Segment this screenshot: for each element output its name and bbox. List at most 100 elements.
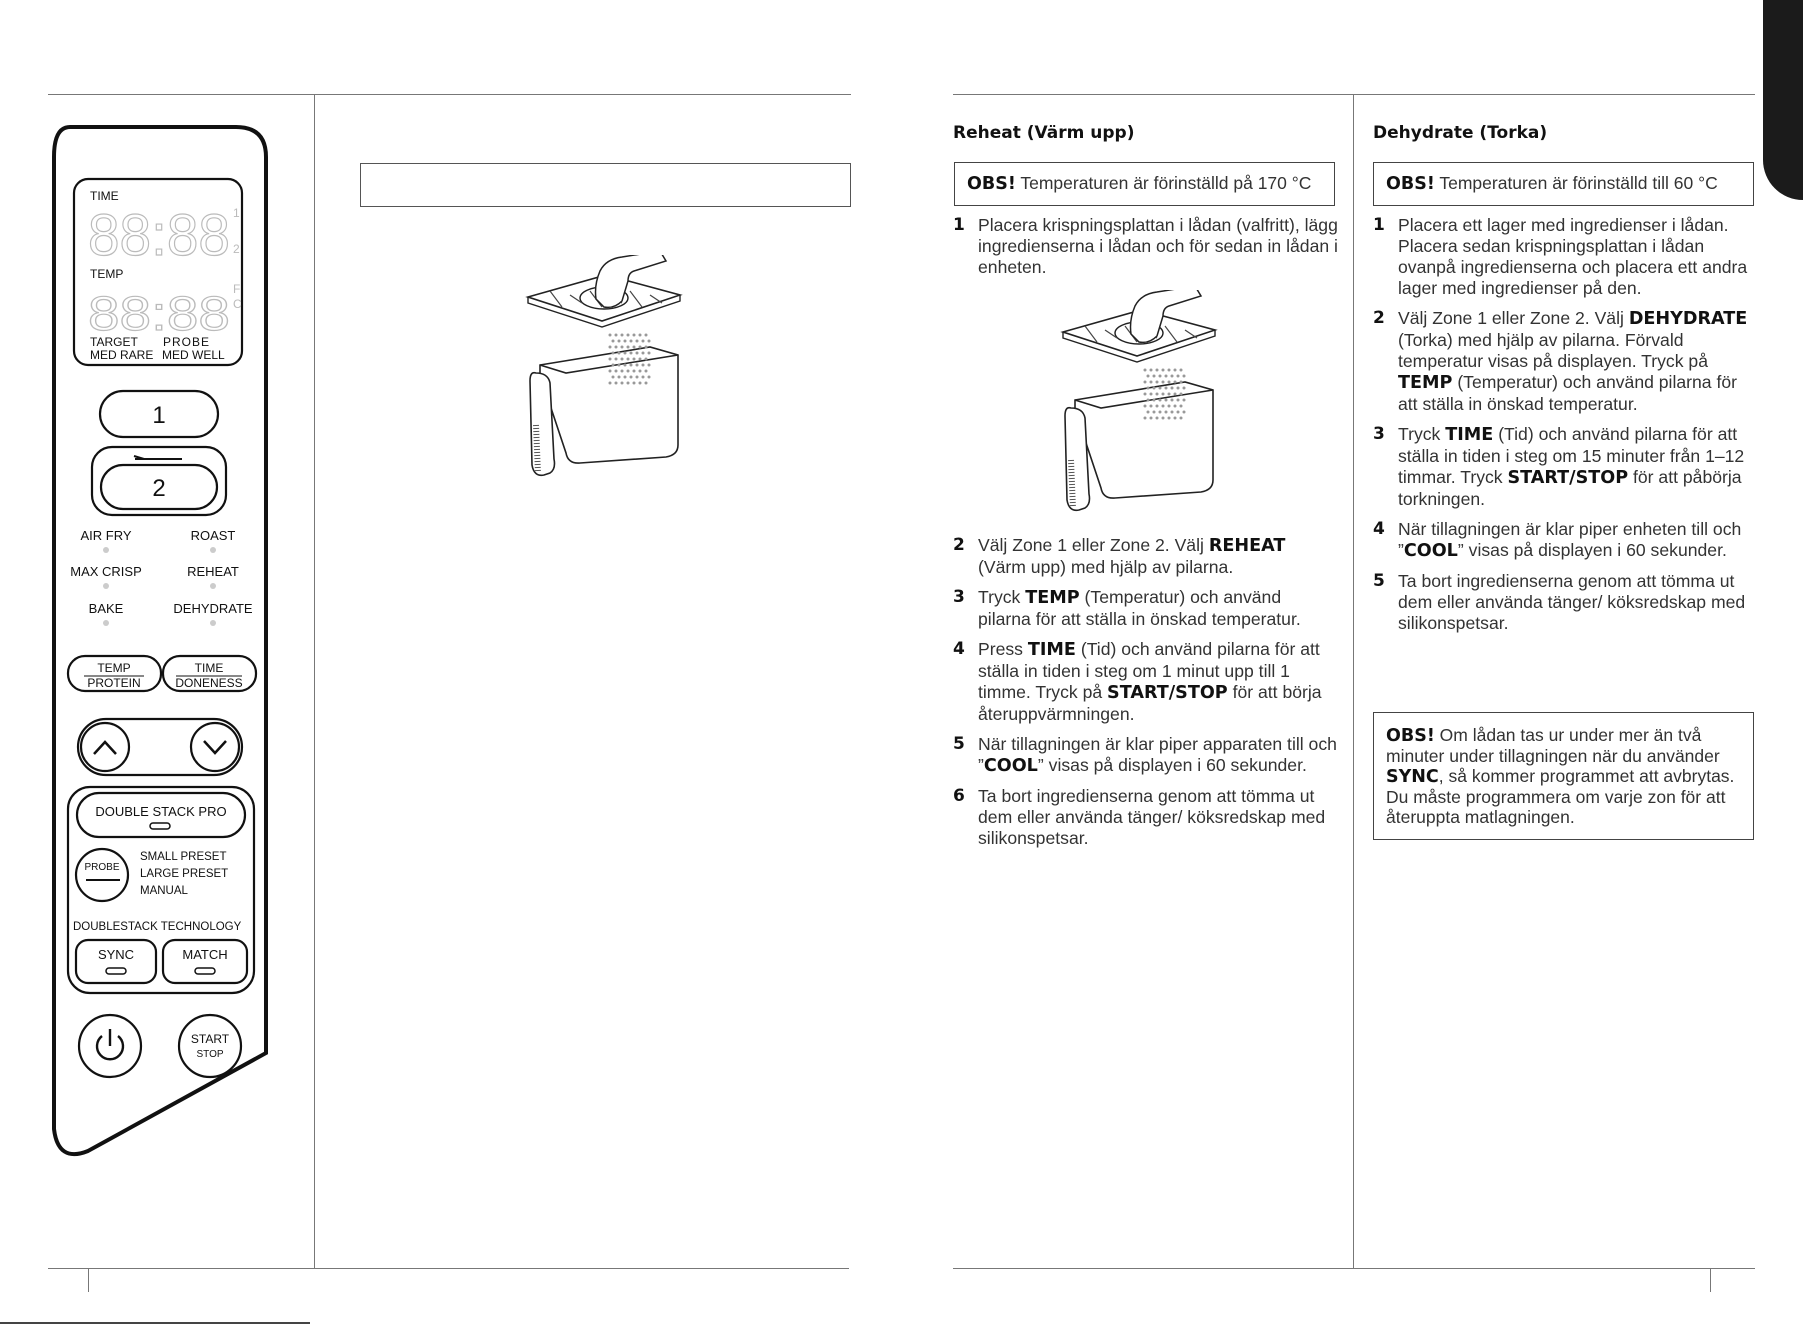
mode-reheat[interactable]: REHEAT	[187, 564, 239, 579]
lcd-time-label: TIME	[90, 189, 119, 203]
lcd-probe-label: PROBE	[163, 335, 210, 349]
basket-illustration-right	[1060, 290, 1218, 512]
mode-bake[interactable]: BAKE	[89, 601, 124, 616]
perforation-dot	[623, 363, 627, 367]
perforation-dot	[626, 345, 630, 349]
hand	[594, 255, 668, 309]
step-item: 1 Placera krispningsplattan i lådan (valf…	[953, 215, 1338, 278]
hand	[1129, 290, 1203, 344]
perforation-dot	[1161, 392, 1165, 396]
arrow-down-button[interactable]	[189, 721, 241, 773]
bold-keyword: REHEAT	[1208, 536, 1286, 556]
basket-body	[539, 346, 679, 464]
perforation-dot	[1149, 416, 1153, 420]
step-text: Placera krispningsplattan i lådan (valfr…	[978, 215, 1338, 277]
dehydrate-title: Dehydrate (Torka)	[1373, 123, 1548, 143]
step-text: Tryck TIME (Tid) och använd pilarna för …	[1398, 424, 1745, 509]
mode-max-crisp[interactable]: MAX CRISP	[70, 564, 142, 579]
time-doneness-button[interactable]	[161, 654, 258, 693]
crisper-plate-edge	[527, 295, 681, 328]
panel-divider	[314, 94, 315, 1268]
perforation-dot	[1182, 410, 1186, 414]
mode-air-fry[interactable]: AIR FRY	[80, 528, 131, 543]
crisper-rib	[569, 294, 583, 304]
perforation-dot	[617, 375, 621, 379]
double-stack-pro-label: DOUBLE STACK PRO	[95, 804, 226, 819]
perforation-dot	[1182, 374, 1186, 378]
perforation-dot	[1143, 404, 1147, 408]
bold-keyword: SYNC	[1386, 767, 1439, 787]
perforation-dot	[623, 339, 627, 343]
perforation-dot	[1176, 398, 1180, 402]
sync-button[interactable]	[74, 938, 158, 985]
perforation-dot	[1152, 386, 1156, 390]
step-number: 1	[953, 215, 965, 235]
perforation-dot	[1146, 374, 1150, 378]
mode-max-crisp-led	[103, 583, 109, 589]
perforation-dot	[620, 333, 624, 337]
perforation-dot	[1170, 386, 1174, 390]
zone-1-button[interactable]	[98, 389, 220, 439]
perforation-dot	[1149, 380, 1153, 384]
perforation-dot	[617, 363, 621, 367]
temp-protein-button[interactable]	[66, 654, 163, 693]
crisper-rib	[1104, 329, 1118, 339]
perforation-dot	[1158, 410, 1162, 414]
perforation-dot	[608, 333, 612, 337]
lcd-side-1: 1	[233, 206, 240, 220]
perforation-dot	[1146, 410, 1150, 414]
probe-button[interactable]	[74, 847, 130, 903]
top-rule-right	[953, 94, 1755, 95]
step-number: 3	[1373, 424, 1385, 444]
perforation-dot	[1152, 410, 1156, 414]
perforation-dot	[1161, 404, 1165, 408]
perforation-dot	[1167, 368, 1171, 372]
crisper-rib	[1184, 329, 1198, 339]
perforation-dot	[641, 363, 645, 367]
perforation-dot	[647, 351, 651, 355]
zone-1-label: 1	[152, 402, 165, 429]
bold-keyword: COOL	[1403, 541, 1458, 561]
perforation-dot	[1176, 386, 1180, 390]
basket-body	[1074, 381, 1214, 499]
zone-2-button[interactable]	[99, 463, 219, 511]
power-button[interactable]	[77, 1013, 143, 1079]
mode-roast[interactable]: ROAST	[191, 528, 236, 543]
bold-keyword: COOL	[983, 756, 1038, 776]
match-label: MATCH	[182, 947, 227, 962]
lcd-med-well: MED WELL	[162, 348, 225, 362]
lcd-side-f: F	[233, 282, 240, 296]
zone-2-label: 2	[152, 475, 165, 502]
step-number: 4	[1373, 519, 1385, 539]
large-preset-label: LARGE PRESET	[140, 868, 228, 880]
perforation-dot	[1182, 386, 1186, 390]
perforation-dot	[644, 381, 648, 385]
bold-keyword: TEMP	[1398, 373, 1453, 393]
page-tick-left	[88, 1268, 89, 1292]
perforation-dot	[1155, 380, 1159, 384]
double-stack-pro-button[interactable]	[75, 791, 247, 839]
step-item: 3 Tryck TIME (Tid) och använd pilarna för…	[1373, 424, 1758, 510]
step-text: Ta bort ingredienserna genom att tömma u…	[1398, 571, 1746, 633]
step-text: Välj Zone 1 eller Zone 2. Välj REHEAT (V…	[978, 535, 1286, 577]
perforation-dot	[611, 375, 615, 379]
start-stop-button[interactable]	[177, 1013, 243, 1079]
sync-label: SYNC	[98, 947, 134, 962]
arrow-up-button[interactable]	[79, 721, 131, 773]
perforation-dot	[629, 363, 633, 367]
perforation-dot	[638, 345, 642, 349]
step-number: 5	[1373, 571, 1385, 591]
page-tick-right	[1710, 1268, 1711, 1292]
dehydrate-obs-label: OBS!	[1386, 174, 1435, 194]
match-led	[194, 967, 216, 975]
perforation-dot	[638, 357, 642, 361]
match-button[interactable]	[161, 938, 249, 985]
time-button-bottom: DONENESS	[175, 676, 242, 690]
bottom-rule-right	[953, 1268, 1755, 1269]
perforation-dot	[1149, 392, 1153, 396]
mode-dehydrate[interactable]: DEHYDRATE	[173, 601, 253, 616]
perforation-dot	[1173, 404, 1177, 408]
